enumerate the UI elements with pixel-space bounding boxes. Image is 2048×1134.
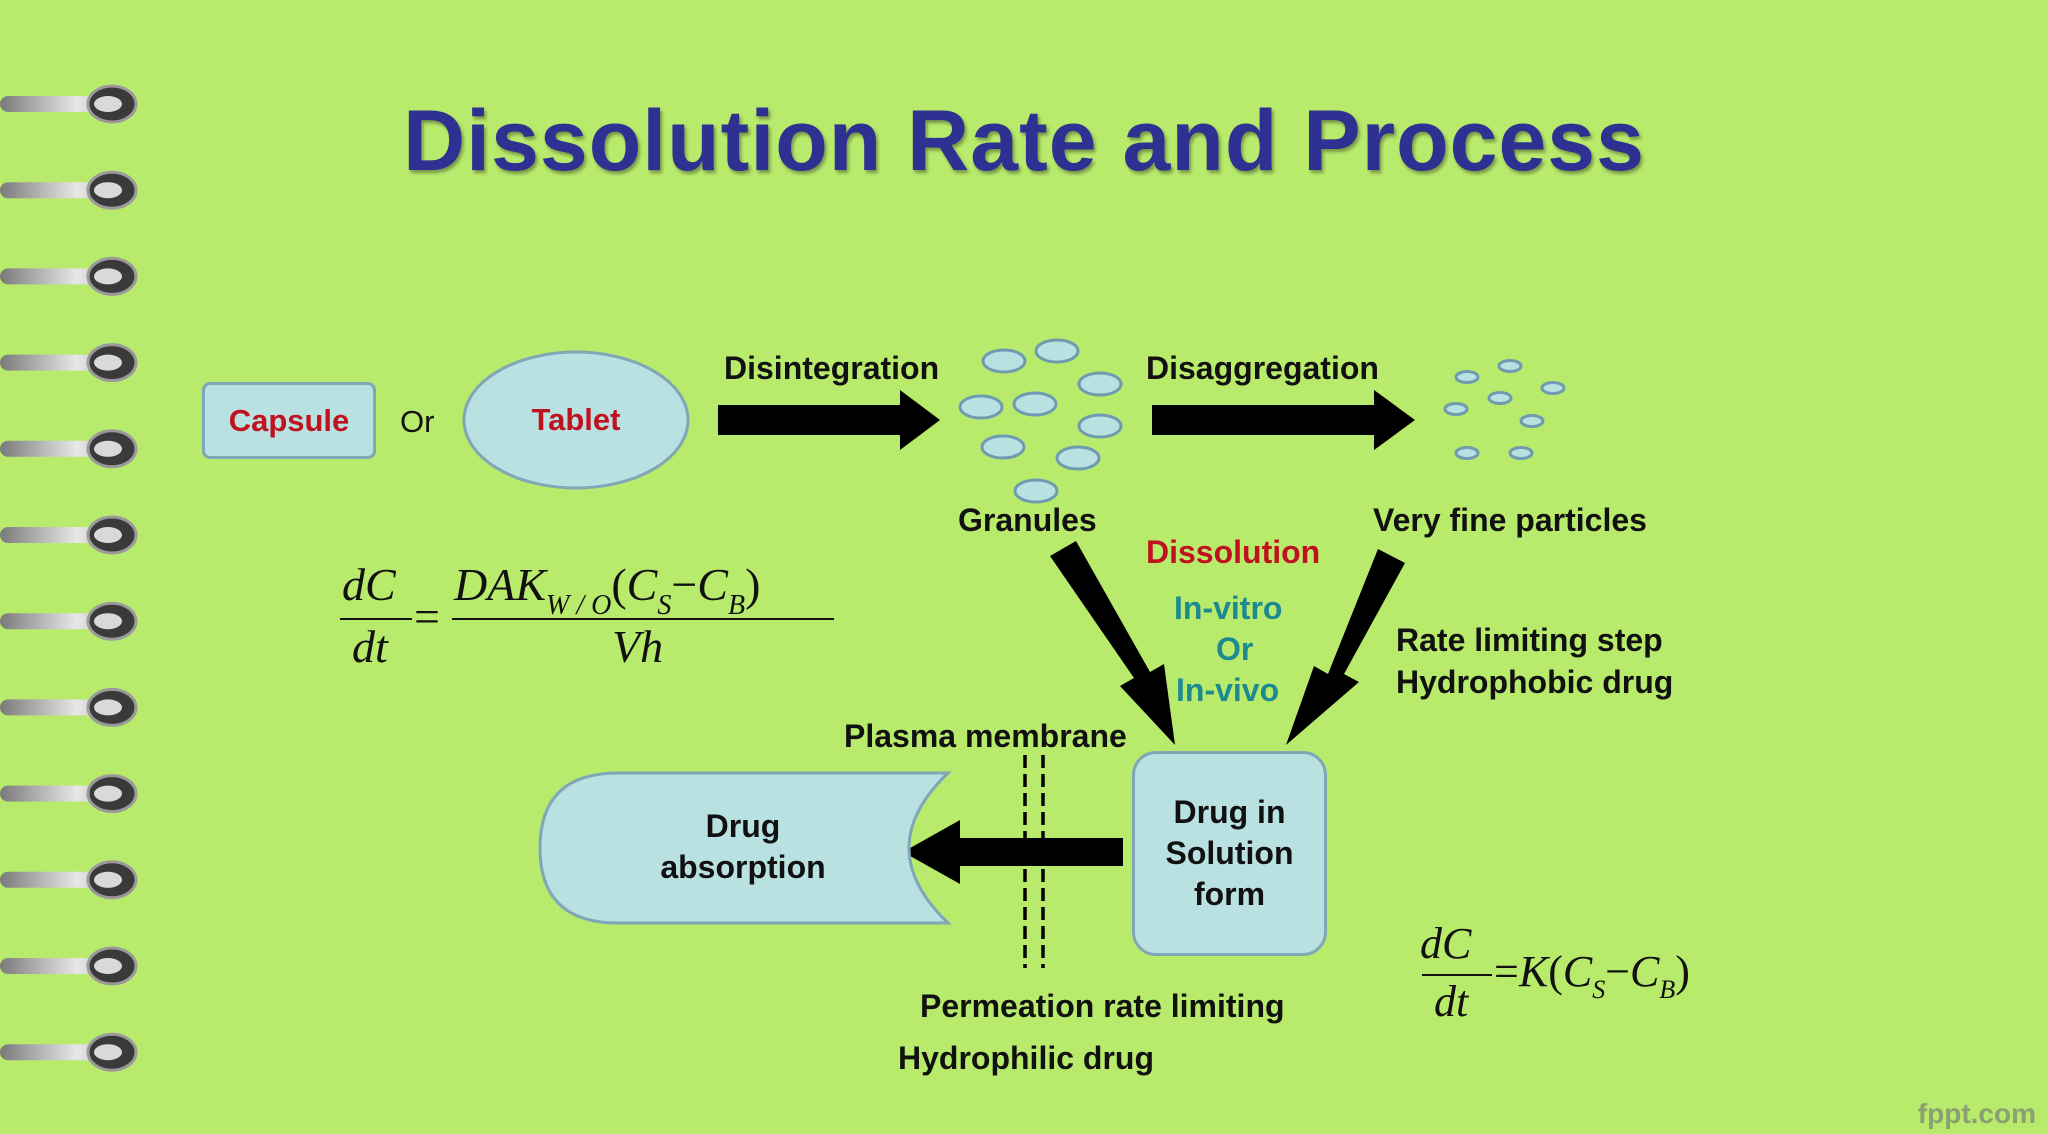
ring-highlight (94, 96, 122, 112)
drug-absorption-line-1: Drug (705, 808, 781, 844)
ring-wire (0, 1044, 110, 1061)
ring-wire (0, 785, 110, 802)
ring-highlight (94, 871, 122, 888)
hydrophilic-note: Hydrophilic drug (898, 1040, 1154, 1076)
fine-particles-label: Very fine particles (1373, 502, 1647, 538)
eq1-numerator-right: DAKW / O(CS−CB) (454, 559, 761, 621)
disintegration-label: Disintegration (724, 350, 940, 386)
drug-absorption-node: Drug absorption (600, 806, 886, 888)
eq1-equals: = (414, 591, 440, 642)
hydrophobic-note: Hydrophobic drug (1396, 664, 1674, 700)
arrow-disintegration (718, 390, 940, 450)
ring-wire (0, 958, 110, 974)
eq2-fraction-bar (1422, 974, 1492, 976)
arrow-particles-to-solution (1286, 549, 1405, 745)
eq1-denominator-right: Vh (612, 621, 664, 672)
granules-label: Granules (958, 502, 1097, 538)
plasma-membrane-note: Plasma membrane (844, 718, 1127, 754)
dissolution-label: Dissolution (1146, 534, 1321, 570)
invivo-label: In-vivo (1176, 672, 1280, 708)
ring-wire (0, 268, 110, 285)
ring-highlight (94, 1044, 122, 1061)
watermark: fppt.com (1917, 1098, 2036, 1129)
drug-absorption-line-2: absorption (660, 849, 826, 885)
capsule-node: Capsule (202, 382, 376, 459)
ring-wire (0, 871, 110, 888)
equation-1: dC dt = DAKW / O(CS−CB) Vh (332, 558, 842, 678)
ring-wire (0, 613, 110, 630)
disaggregation-label: Disaggregation (1146, 350, 1379, 386)
ring-highlight (94, 785, 122, 802)
ring-wire (0, 182, 110, 199)
drug-absorption-shape (538, 771, 952, 925)
granules-icon (958, 338, 1123, 504)
drug-solution-line-1: Drug in (1173, 794, 1286, 830)
arrow-granules-to-solution (1050, 541, 1175, 745)
permeation-note: Permeation rate limiting (920, 988, 1285, 1024)
tablet-label: Tablet (531, 402, 621, 437)
eq2-rhs: =K(CS−CB) (1494, 947, 1690, 1004)
eq1-denominator-left: dt (352, 621, 388, 672)
spiral-binding (0, 84, 138, 1072)
arrow-solution-to-absorption (903, 820, 1123, 884)
drug-solution-line-2: Solution (1165, 835, 1294, 871)
ring-highlight (94, 613, 122, 630)
eq1-fraction-bar-left (340, 618, 412, 620)
drug-solution-line-3: form (1193, 876, 1266, 912)
fine-particles-icon (1443, 359, 1566, 460)
ring-highlight (94, 440, 122, 457)
ring-wire (0, 527, 110, 543)
ring-wire (0, 699, 110, 716)
tablet-shape (462, 350, 690, 490)
ring-highlight (94, 354, 122, 371)
ring-wire (0, 354, 110, 371)
ring-wire (0, 440, 110, 457)
ring-highlight (94, 699, 122, 716)
eq1-fraction-bar-right (452, 618, 834, 620)
eq2-numerator: dC (1420, 919, 1472, 968)
ring-highlight (94, 958, 122, 974)
rate-limiting-note: Rate limiting step (1396, 622, 1663, 658)
ring-highlight (94, 268, 122, 285)
ring-highlight (94, 182, 122, 199)
capsule-label: Capsule (228, 402, 350, 438)
drug-solution-node: Drug in Solution form (1132, 751, 1327, 956)
or-teal-label: Or (1216, 631, 1254, 667)
eq1-numerator-left: dC (342, 559, 396, 610)
arrow-disaggregation (1152, 390, 1415, 450)
ring-highlight (94, 527, 122, 543)
invitro-label: In-vitro (1174, 590, 1283, 626)
or-label: Or (400, 404, 435, 439)
page-title: Dissolution Rate and Process (403, 93, 1645, 189)
eq2-denominator: dt (1434, 977, 1469, 1026)
ring-wire (0, 96, 110, 112)
equation-2: dC dt =K(CS−CB) (1420, 918, 1760, 1038)
